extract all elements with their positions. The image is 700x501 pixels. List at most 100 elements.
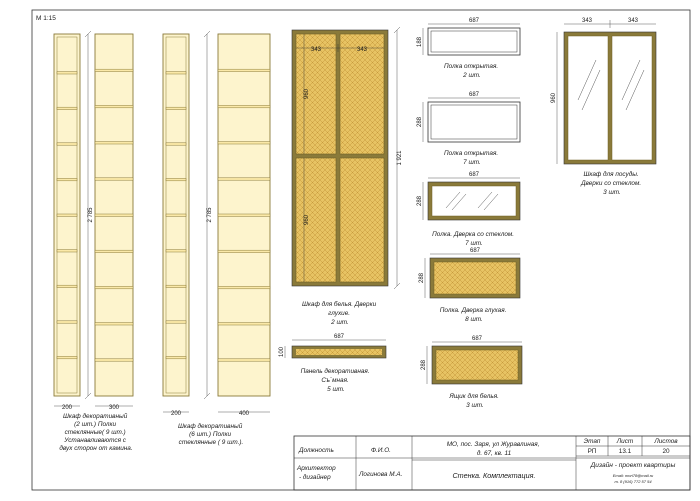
title-sheets-header: Листов: [653, 438, 678, 445]
open-shelf-7: [427, 101, 521, 143]
cabinet-decor-6-height-value: 2 785: [207, 207, 213, 223]
title-company: Дизайн - проект квартиры: [590, 461, 676, 469]
title-stage: РП: [588, 448, 597, 455]
glass-shelf: [217, 141, 271, 145]
title-phone: т. 8 (916) 772 57 54: [614, 479, 652, 484]
scale-label: М 1:15: [36, 15, 56, 22]
glass-shelf: [165, 320, 187, 324]
glass-shelf: [56, 356, 78, 360]
glass-shelf: [217, 286, 271, 290]
title-name-header: Ф.И.О.: [371, 447, 391, 454]
cabinet-decor-6-depth-value: 400: [239, 411, 250, 417]
title-email: Email: mori78@mail.ru: [613, 473, 654, 478]
open-shelf-7-width-value: 687: [469, 92, 480, 98]
decorative-panel-height-value: 100: [279, 346, 285, 357]
glass-shelf: [217, 177, 271, 181]
shelf-glass-door-height-value: 288: [417, 195, 423, 206]
cabinet-decor-6-side-shelves: [217, 68, 271, 362]
glass-shelf: [217, 322, 271, 326]
decorative-panel-dims: 687 100: [279, 334, 386, 358]
glass-shelf: [217, 358, 271, 362]
cabinet-linen-total-height: 1 921: [397, 150, 403, 166]
glass-shelf: [56, 71, 78, 75]
cabinet-decor-2-height-value: 2 785: [88, 207, 94, 223]
glass-shelf: [165, 178, 187, 182]
linen-drawer-dims: 687 288: [421, 336, 522, 384]
glass-shelf: [94, 286, 134, 290]
glass-shelf: [56, 142, 78, 146]
open-shelf-7-caption: Полка открытая. 7 шт.: [444, 150, 500, 166]
cabinet-decor-6-height-dim: 2 785: [203, 30, 213, 400]
shelf-glass-door-dims: 687 288: [417, 172, 520, 220]
title-sheet-header: Лист: [616, 438, 634, 445]
glass-shelf: [165, 356, 187, 360]
cabinet-dishes-width-2: 343: [628, 18, 639, 24]
shelf-blind-door-dims: 687 288: [419, 248, 520, 298]
title-designer-name: Логинова М.А.: [358, 471, 402, 478]
cabinet-decor-6-front-shelves: [165, 71, 187, 360]
cabinet-dishes-dims: 343 343 960: [551, 18, 656, 164]
cabinet-linen-dims: 343 343 960 960 1 921: [296, 26, 403, 290]
cabinet-dishes: [563, 31, 657, 165]
shelf-glass-door: [427, 181, 521, 221]
cabinet-decor-2-depth-value: 300: [109, 405, 120, 411]
linen-drawer-caption: Ящик для белья. 3 шт.: [448, 392, 500, 409]
glass-shelf: [94, 105, 134, 109]
cabinet-linen-caption: Шкаф для белья. Дверки глухие. 2 шт.: [302, 300, 378, 326]
cabinet-decor-2-width-dim: 200 300: [54, 405, 133, 411]
glass-shelf: [56, 106, 78, 110]
cabinet-linen-height-1: 960: [304, 88, 310, 99]
cabinet-decor-2-height-dim: 2 785: [84, 30, 94, 400]
glass-shelf: [165, 249, 187, 253]
open-shelf-2-caption: Полка открытая. 2 шт.: [444, 63, 500, 79]
glass-shelf: [165, 71, 187, 75]
glass-shelf: [56, 320, 78, 324]
decorative-panel-caption: Панель декоративная. Съ`мная. 5 шт.: [301, 367, 372, 393]
glass-shelf: [94, 358, 134, 362]
title-role-header: Должность: [298, 447, 334, 454]
shelf-blind-door: [429, 257, 521, 299]
glass-shelf: [56, 213, 78, 217]
glass-shelf: [165, 284, 187, 288]
cabinet-dishes-width-1: 343: [582, 18, 593, 24]
glass-shelf: [56, 178, 78, 182]
cabinet-linen-width-2: 343: [357, 47, 368, 53]
open-shelf-2-width-value: 687: [469, 18, 480, 24]
title-block: Должность Ф.И.О. Архитектор - дизайнер Л…: [293, 435, 691, 491]
cabinet-decor-6-width-value: 200: [171, 411, 182, 417]
glass-shelf: [217, 249, 271, 253]
glass-shelf: [165, 213, 187, 217]
cabinet-decor-6-caption: Шкаф декоративный (6 шт.) Полки стеклянн…: [178, 422, 244, 446]
glass-shelf: [217, 68, 271, 72]
linen-drawer-width-value: 687: [472, 336, 483, 342]
open-shelf-2-dims: 687 188: [417, 18, 520, 55]
cabinet-linen-height-2: 960: [304, 214, 310, 225]
title-sheet-number: 13.1: [619, 448, 632, 455]
glass-shelf: [94, 322, 134, 326]
cabinet-linen-width-1: 343: [311, 47, 322, 53]
cabinet-decor-2-front-shelves: [56, 71, 78, 360]
linen-drawer: [431, 345, 523, 385]
linen-drawer-height-value: 288: [421, 359, 427, 370]
glass-shelf: [217, 105, 271, 109]
title-address: МО, пос. Заря, ул Журавлиная, д. 67, кв.…: [447, 441, 542, 457]
glass-shelf: [165, 106, 187, 110]
glass-shelf: [94, 68, 134, 72]
shelf-glass-door-caption: Полка. Дверка со стеклом. 7 шт.: [432, 231, 516, 247]
glass-shelf: [94, 213, 134, 217]
decorative-panel-width-value: 687: [334, 334, 345, 340]
open-shelf-2: [427, 27, 521, 56]
title-role: Архитектор - дизайнер: [296, 465, 337, 481]
cabinet-dishes-caption: Шкаф для посуды. Дверки со стеклом. 3 шт…: [580, 170, 643, 196]
glass-shelf: [94, 249, 134, 253]
open-shelf-2-height-value: 188: [417, 36, 423, 47]
glass-shelf: [217, 213, 271, 217]
shelf-blind-door-caption: Полка. Дверка глухая. 8 шт.: [440, 307, 508, 323]
cabinet-decor-2-width-value: 200: [62, 405, 73, 411]
glass-shelf: [165, 142, 187, 146]
cabinet-linen: [291, 29, 389, 287]
title-sheets-total: 20: [662, 448, 670, 455]
cabinet-decor-6-width-dim: 200 400: [163, 411, 270, 417]
